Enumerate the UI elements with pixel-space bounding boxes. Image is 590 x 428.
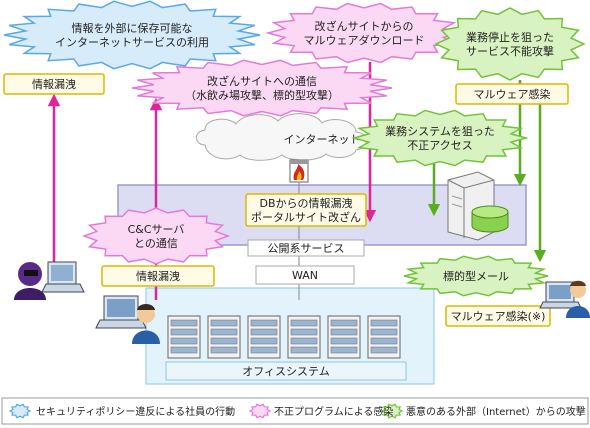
- firewall-icon: [289, 159, 309, 183]
- malicious-insider-icon: [14, 261, 85, 300]
- office-system-label: オフィスシステム: [242, 365, 329, 378]
- legend-malware-text: 不正プログラムによる感染: [274, 405, 393, 418]
- malware-infection-top-label: マルウェア感染: [474, 87, 551, 101]
- burst-dos-attack-line-1: 業務停止を狙った: [466, 30, 554, 44]
- wan-label: WAN: [292, 269, 318, 282]
- office-user-icon: [95, 295, 160, 344]
- burst-watering-hole-line-2: （水飲み場攻撃、標的型攻撃）: [185, 88, 339, 102]
- info-leak-top-label: 情報漏洩: [32, 77, 76, 91]
- db-server-icon: [447, 171, 509, 241]
- office-server-icon: [207, 315, 241, 359]
- legend-box: [1, 397, 589, 425]
- malware-infection-bottom-box: [445, 305, 551, 327]
- burst-cloud-storage-line-2: インターネットサービスの利用: [55, 36, 209, 49]
- public-services-box: [247, 239, 365, 257]
- malware-infection-top-box: [455, 83, 569, 105]
- office-server-icon: [327, 315, 361, 359]
- office-servers: [167, 315, 401, 359]
- legend-security-policy-text: セキュリティポリシー違反による社員の行動: [36, 405, 235, 418]
- info-leak-mid-label: 情報漏洩: [136, 269, 180, 283]
- legend-external-text: 悪意のある外部（Internet）からの攻撃: [406, 405, 586, 418]
- db-leak-line-2: ポータルサイト改ざん: [251, 210, 361, 224]
- office-server-icon: [247, 315, 281, 359]
- internet-cloud: インターネット: [195, 113, 367, 161]
- db-leak-line-1: DBからの情報漏洩: [259, 196, 352, 210]
- burst-cnc-communication-line-2: との通信: [134, 237, 178, 250]
- burst-watering-hole: 改ざんサイトへの通信（水飲み場攻撃、標的型攻撃）: [131, 59, 393, 117]
- burst-tampered-site-download-line-1: 改ざんサイトからの: [315, 19, 414, 33]
- burst-watering-hole-line-1: 改ざんサイトへの通信: [207, 74, 317, 88]
- office-server-icon: [167, 315, 201, 359]
- db-leak-box: [245, 193, 367, 227]
- burst-targeted-mail: 標的型メール: [403, 255, 549, 297]
- legend-external-swatch: [380, 403, 404, 419]
- burst-cloud-storage-line-1: 情報を外部に保存可能な: [72, 21, 193, 35]
- info-leak-top-box: [3, 73, 105, 95]
- burst-targeted-mail-line-1: 標的型メール: [443, 269, 509, 283]
- burst-tampered-site-download-line-2: マルウェアダウンロード: [304, 33, 425, 47]
- burst-cnc-communication-line-1: C&Cサーバ: [128, 223, 185, 236]
- burst-dos-attack-line-2: サービス不能攻撃: [466, 44, 554, 58]
- mail-recipient-icon: [539, 280, 590, 318]
- info-leak-mid-box: [101, 265, 215, 287]
- internet-label: インターネット: [284, 133, 361, 146]
- legend-malware-swatch: [248, 403, 272, 419]
- office-server-icon: [367, 315, 401, 359]
- legend-security-policy-swatch: [8, 403, 32, 419]
- office-system-box: [165, 361, 407, 381]
- wan-box: [255, 265, 355, 285]
- office-server-icon: [287, 315, 321, 359]
- malware-infection-bottom-label: マルウェア感染(※): [451, 309, 546, 323]
- burst-unauthorized-access-line-2: 不正アクセス: [407, 139, 472, 152]
- public-services-label: 公開系サービス: [268, 242, 345, 255]
- burst-unauthorized-access-line-1: 業務システムを狙った: [385, 124, 495, 138]
